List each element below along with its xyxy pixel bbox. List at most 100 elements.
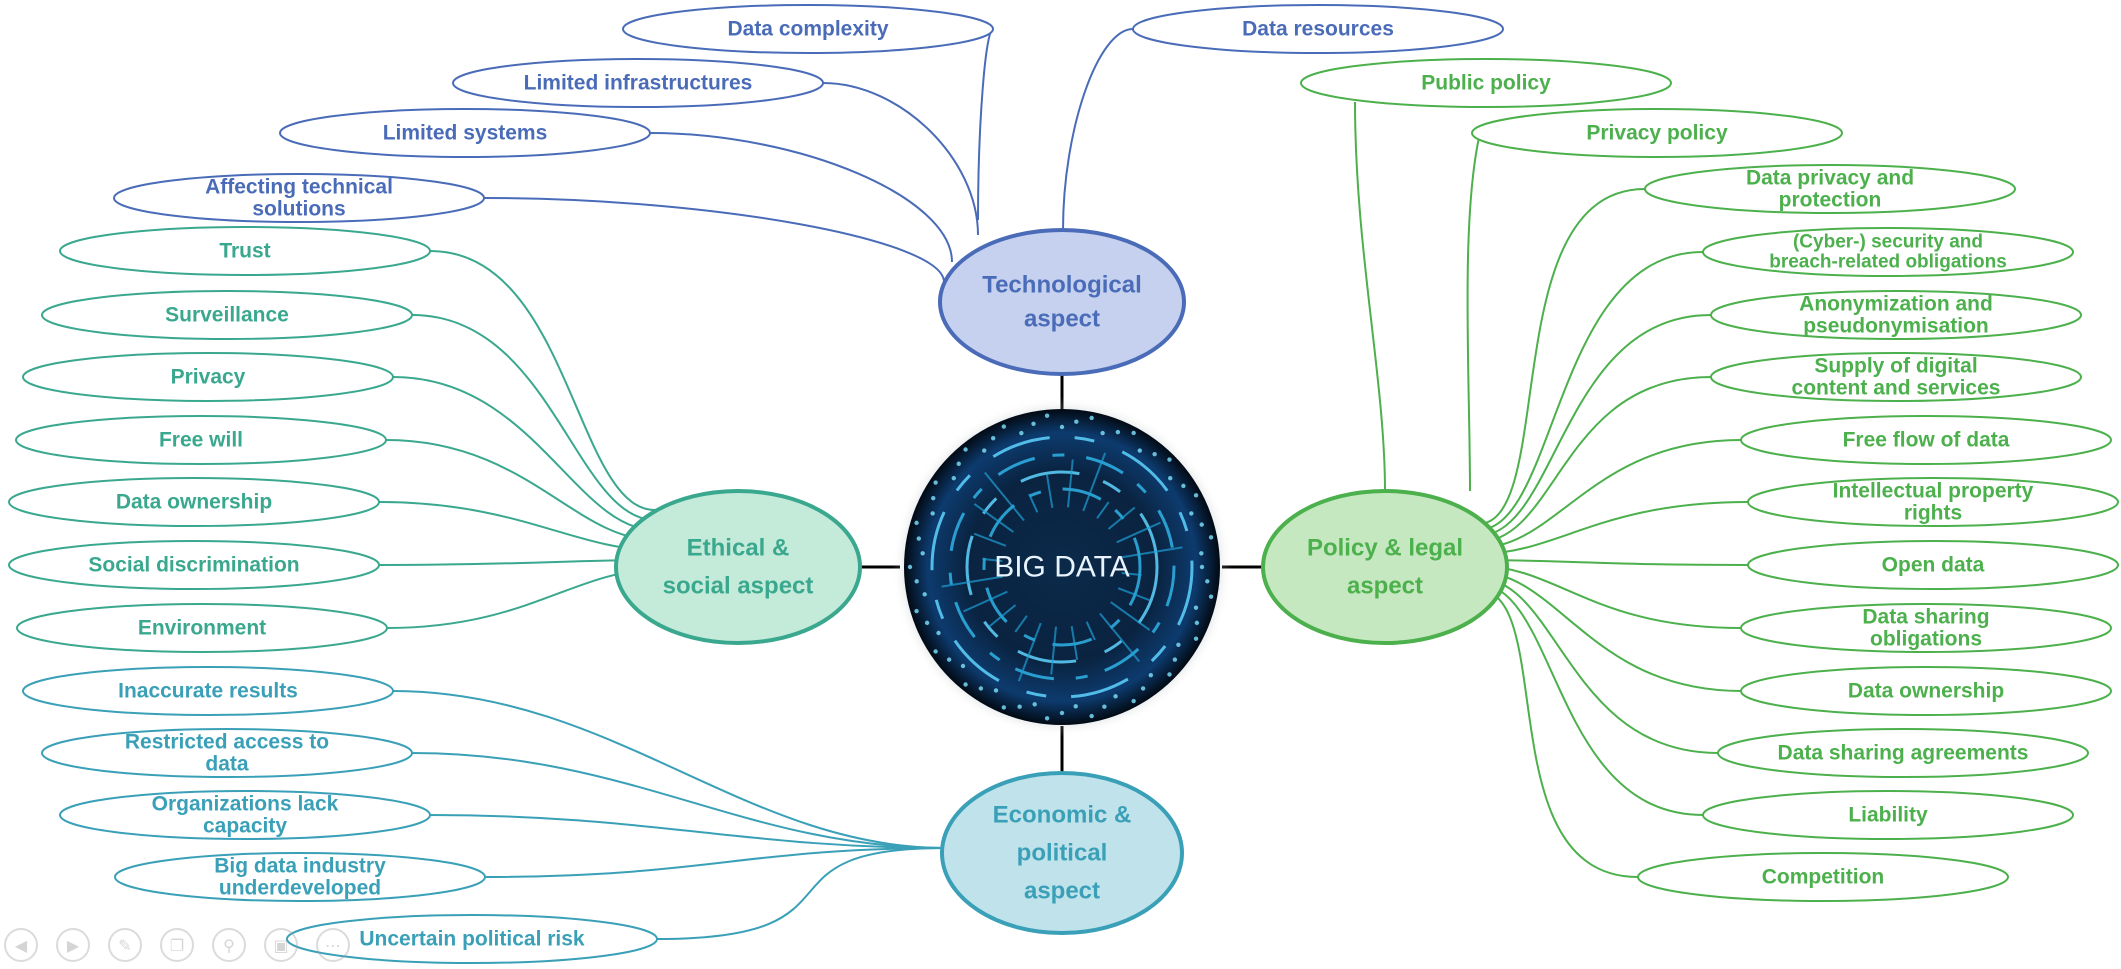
policy-node-label: Public policy <box>1421 72 1551 95</box>
tech-node-label: Data resources <box>1242 18 1394 41</box>
hub-policy-label: Policy & legal <box>1307 535 1463 562</box>
circuit-dot <box>1017 704 1022 709</box>
policy-node-label: Intellectual property <box>1833 479 2034 502</box>
hub-tech-shape <box>938 228 1186 376</box>
economic-node-shape <box>114 852 486 902</box>
ethical-branch <box>386 569 656 629</box>
economic-node-shape <box>22 666 394 716</box>
circuit-dot <box>1019 430 1024 436</box>
circuit-dot <box>920 551 925 556</box>
policy-branch <box>1477 577 1719 754</box>
ethical-node: Free will <box>15 415 387 465</box>
zoom-icon[interactable]: ⚲ <box>212 928 246 962</box>
circuit-dot <box>946 657 952 662</box>
pen-icon[interactable]: ✎ <box>108 928 142 962</box>
policy-node-label: obligations <box>1870 628 1982 651</box>
circuit-dot <box>916 536 922 541</box>
circuit-dot <box>1208 594 1214 599</box>
policy-branch <box>1477 571 1742 692</box>
circuit-dot <box>1131 430 1136 436</box>
tech-node-shape <box>279 108 651 158</box>
copy-icon[interactable]: ❐ <box>160 928 194 962</box>
circuit-dot <box>963 682 968 687</box>
policy-node-shape <box>1300 58 1672 108</box>
circuit-dot <box>1102 704 1107 709</box>
ethical-node: Data ownership <box>8 477 380 527</box>
circuit-dot <box>1100 430 1105 436</box>
economic-node: Inaccurate results <box>22 666 394 716</box>
circuit-dot <box>1044 413 1050 418</box>
circuit-trace <box>1014 615 1028 633</box>
policy-node: Data sharing agreements <box>1717 728 2089 778</box>
tech-node-label: Affecting technical <box>205 175 393 198</box>
policy-node-shape <box>1740 415 2112 465</box>
policy-node-label: Supply of digital <box>1814 354 1977 377</box>
slide-icon[interactable]: ▣ <box>264 928 298 962</box>
circuit-dot <box>914 608 919 614</box>
circuit-dot <box>1148 673 1154 678</box>
economic-branch <box>656 847 946 940</box>
policy-node: Liability <box>1702 790 2074 840</box>
circuit-dot <box>1152 451 1157 457</box>
circuit-dot <box>1115 429 1121 435</box>
tech-branch <box>822 82 979 236</box>
ethical-branch <box>378 559 656 566</box>
hub-policy-shape <box>1261 489 1509 645</box>
ethical-node: Trust <box>59 226 431 276</box>
play-icon[interactable]: ▶ <box>56 928 90 962</box>
policy-node-label: (Cyber-) security and <box>1793 232 1983 253</box>
policy-node: Public policy <box>1300 58 1672 108</box>
policy-node-shape <box>1644 164 2016 214</box>
more-icon[interactable]: ⋯ <box>316 928 350 962</box>
policy-node-shape <box>1471 108 1843 158</box>
circuit-dot <box>982 448 987 453</box>
tech-node: Limited systems <box>279 108 651 158</box>
circuit-dot <box>1193 493 1199 498</box>
tech-node-shape <box>622 4 994 54</box>
circuit-dot <box>1181 483 1186 489</box>
economic-branch <box>392 690 946 849</box>
circuit-dot <box>1199 551 1204 556</box>
tech-branch <box>1062 28 1134 231</box>
ethical-node-label: Surveillance <box>165 304 289 327</box>
ethical-branch <box>411 314 656 521</box>
circuit-trace <box>1096 501 1110 519</box>
policy-node: Free flow of data <box>1740 415 2112 465</box>
circuit-trace <box>963 590 1008 613</box>
policy-branch <box>1477 589 1639 878</box>
circuit-dot <box>1073 704 1078 709</box>
economic-node-label: Restricted access to <box>125 730 329 753</box>
tech-node: Data resources <box>1132 4 1504 54</box>
circuit-dot <box>1167 457 1172 462</box>
circuit-dot <box>1089 713 1094 719</box>
policy-node-shape <box>1710 290 2082 340</box>
policy-node-shape <box>1747 540 2119 590</box>
policy-node-label: Privacy policy <box>1586 122 1728 145</box>
policy-node-label: Free flow of data <box>1843 429 2010 452</box>
hub-policy-label: aspect <box>1347 573 1423 600</box>
tech-node-label: solutions <box>252 198 345 221</box>
prev-icon[interactable]: ◀ <box>4 928 38 962</box>
ethical-node: Environment <box>16 603 388 653</box>
hub-economic-label: political <box>1017 840 1108 867</box>
circuit-dot <box>1194 620 1200 626</box>
policy-branch <box>1477 376 1712 543</box>
circuit-dot <box>1167 672 1172 677</box>
hub-economic-label: aspect <box>1024 878 1100 905</box>
hub-ethical-label: Ethical & <box>687 535 790 562</box>
circuit-ring <box>948 453 1176 681</box>
economic-node-label: data <box>205 753 249 776</box>
policy-branch <box>1354 101 1386 492</box>
policy-node: Open data <box>1747 540 2119 590</box>
circuit-trace <box>1107 506 1136 530</box>
tech-node-label: Limited systems <box>383 122 548 145</box>
hub-ethical-shape <box>614 489 862 645</box>
economic-node-label: Organizations lack <box>152 792 339 815</box>
policy-node-label: Anonymization and <box>1799 292 1993 315</box>
